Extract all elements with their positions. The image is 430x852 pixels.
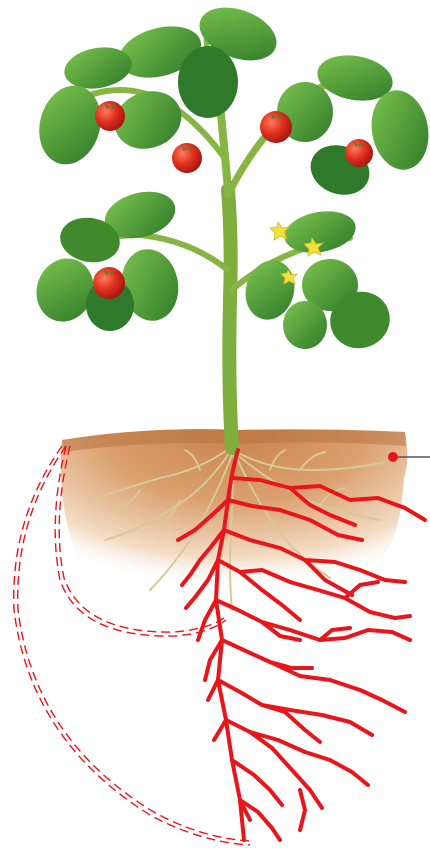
soil-pointer	[388, 452, 430, 462]
